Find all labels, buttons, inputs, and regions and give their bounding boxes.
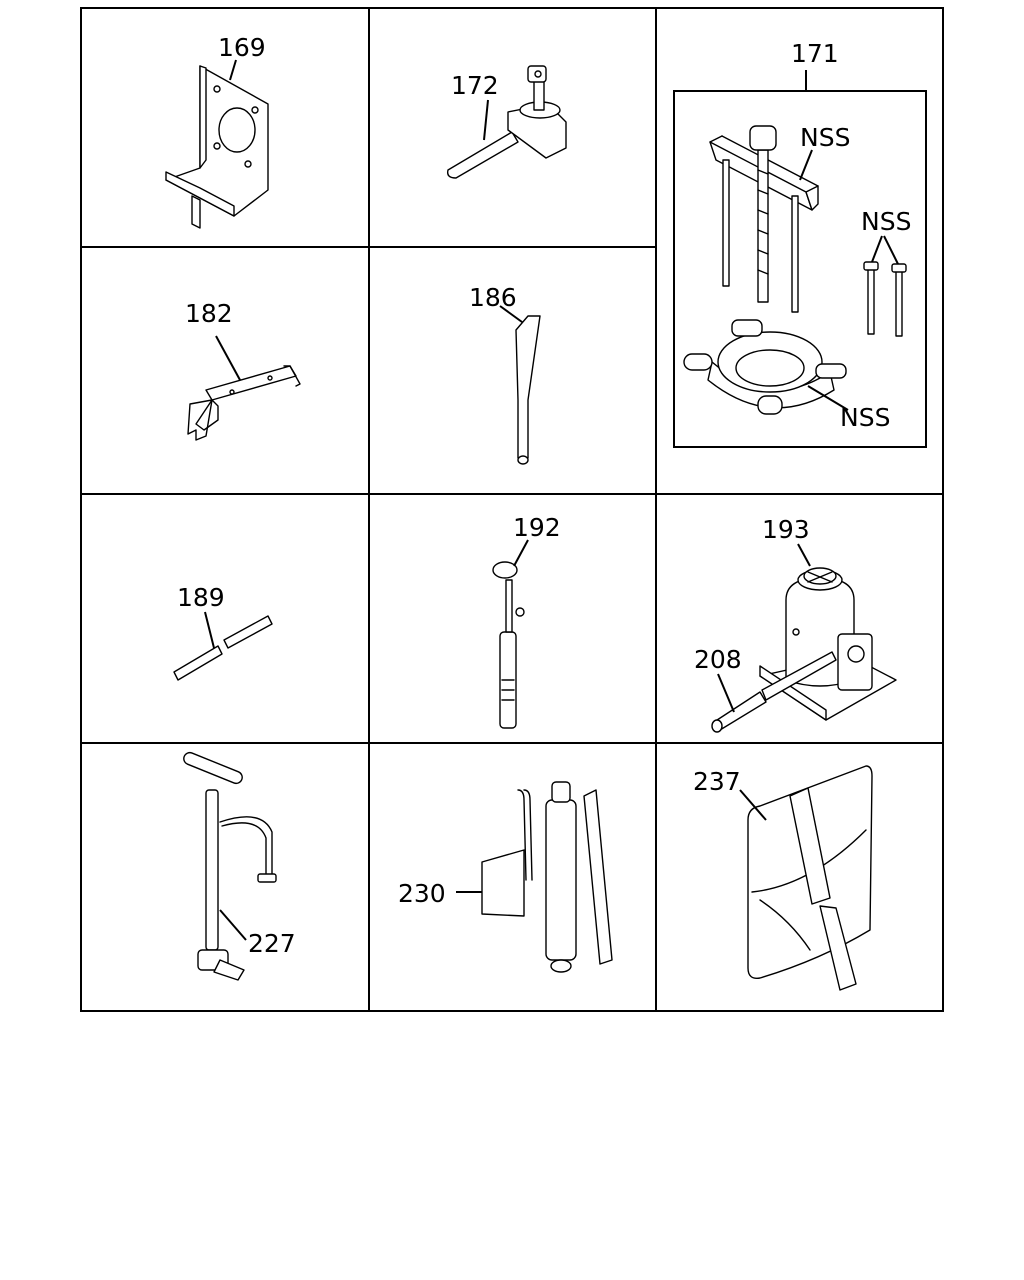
label-230: 230	[398, 879, 446, 908]
part-171-puller-kit	[673, 90, 927, 448]
label-186: 186	[469, 283, 517, 312]
grid-frame	[80, 7, 944, 1012]
part-182-plate	[187, 335, 301, 441]
part-172-holder	[446, 65, 567, 179]
part-169-bracket	[165, 59, 269, 229]
label-nss-separator: NSS	[840, 403, 890, 432]
part-189-rods	[173, 611, 273, 681]
part-230-grease-gun	[481, 781, 613, 973]
label-172: 172	[451, 71, 499, 100]
label-189: 189	[177, 583, 225, 612]
label-169: 169	[218, 33, 266, 62]
label-182: 182	[185, 299, 233, 328]
label-193: 193	[762, 515, 810, 544]
label-192: 192	[513, 513, 561, 542]
part-186-chisel	[499, 305, 541, 465]
part-237-tool-bag	[739, 765, 873, 991]
label-237: 237	[693, 767, 741, 796]
label-208: 208	[694, 645, 742, 674]
label-nss-bolts: NSS	[861, 207, 911, 236]
part-208-jack-handle	[711, 651, 837, 733]
part-227-pump	[183, 751, 277, 981]
label-171: 171	[791, 39, 839, 68]
part-193-bottle-jack	[759, 567, 897, 721]
part-192-tool	[492, 539, 529, 729]
label-227: 227	[248, 929, 296, 958]
label-nss-puller: NSS	[800, 123, 850, 152]
